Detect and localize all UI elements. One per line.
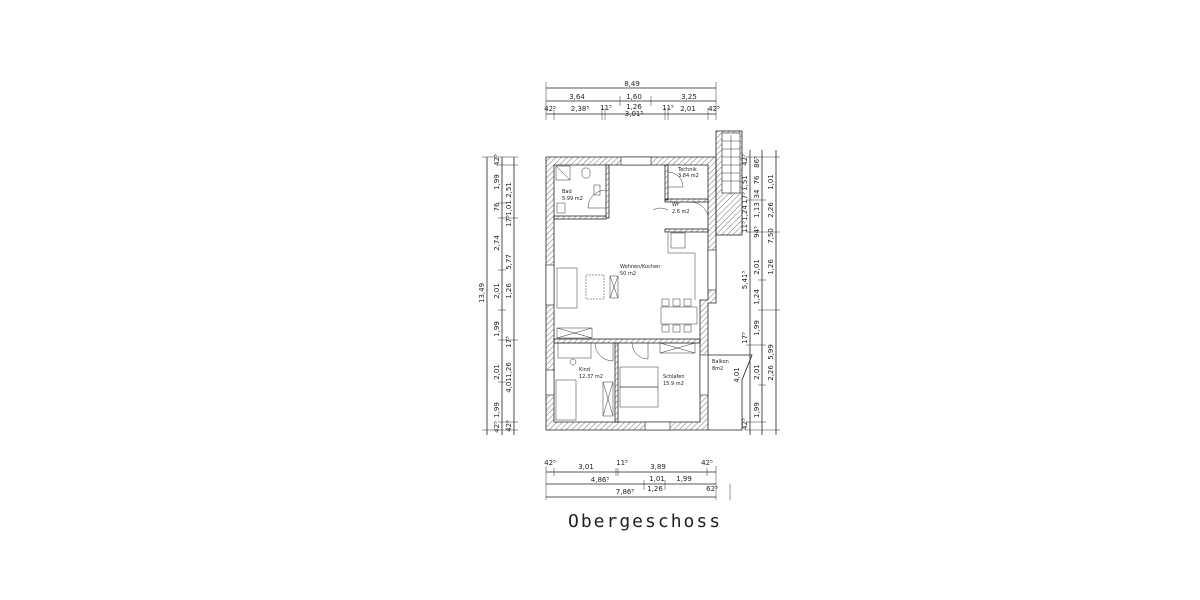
dim: 1,26 — [626, 103, 642, 111]
dim: 1,26 — [505, 283, 513, 299]
dim: 1,99 — [493, 174, 501, 190]
dim: 17⁵ — [505, 336, 513, 348]
dim: 17⁵ — [741, 332, 749, 344]
room-name: Schlafen — [663, 374, 685, 380]
dim: 1,13 — [753, 202, 761, 218]
dim: 13,49 — [478, 283, 486, 303]
room-name: Bad — [562, 189, 572, 195]
dim: 1,60 — [626, 93, 642, 101]
top-dimensions: 8,49 3,64 1,60 3,25 42⁵ 2,38⁵ 11⁵ 1,26 3… — [544, 80, 720, 120]
dim: 7,50 — [767, 228, 775, 244]
dim: 2,01 — [493, 364, 501, 380]
room-name: Wohnen/Kochen — [620, 264, 660, 270]
dim: 2,26 — [767, 202, 775, 218]
dim: 1,26 — [647, 485, 663, 493]
dim: 4,01 — [505, 377, 513, 393]
dim: 2,01 — [753, 259, 761, 275]
balcony — [708, 354, 753, 431]
dim: 2,01 — [493, 283, 501, 299]
dim: 1,26 — [767, 259, 775, 275]
room-area: 12.37 m2 — [579, 374, 603, 380]
dim: 1,24 — [741, 205, 749, 221]
dim: 2,51 — [505, 182, 513, 198]
dim: 3,25 — [681, 93, 697, 101]
dim: 1,99 — [493, 402, 501, 418]
dim: 3,64 — [569, 93, 585, 101]
dim: 8,49 — [624, 80, 640, 88]
dim: 3,01⁵ — [625, 110, 644, 118]
dim: 42⁵ — [544, 105, 556, 113]
staircase — [715, 130, 743, 236]
dim: 1,99 — [753, 402, 761, 418]
dim: 42⁵ — [701, 459, 713, 467]
left-dimensions: 13,49 42⁵ 1,99 76 2,74 2,01 1,99 2,01 1,… — [478, 154, 518, 435]
dim: 42⁵ — [741, 154, 749, 166]
dim: 34 — [753, 189, 761, 198]
dim: 1,24 — [753, 289, 761, 305]
dim: 11⁵ — [741, 221, 749, 233]
dim: 1,99 — [753, 320, 761, 336]
room-area: 15.9 m2 — [663, 381, 684, 387]
room-name: WF — [672, 202, 680, 208]
dim: 1,01 — [505, 200, 513, 216]
dim: 17⁵ — [505, 215, 513, 227]
dim: 4,86⁵ — [591, 476, 610, 484]
dim: 3,89 — [650, 463, 666, 471]
dim: 2,01 — [753, 364, 761, 380]
dim: 94⁵ — [753, 226, 761, 238]
dim: 5,41⁵ — [741, 271, 749, 290]
dim: 42⁵ — [708, 105, 720, 113]
dim: 11⁵ — [600, 104, 612, 112]
room-area: 5.99 m2 — [562, 196, 583, 202]
dim: 62⁵ — [706, 485, 718, 493]
room-labels: Bad 5.99 m2 Technik 3.84 m2 WF 2.6 m2 Wo… — [562, 167, 729, 387]
dim: 1,99 — [493, 321, 501, 337]
dim: 2,38⁵ — [571, 105, 590, 113]
dim: 11⁵ — [616, 459, 628, 467]
dim: 1,26 — [505, 362, 513, 378]
room-area: 8m2 — [712, 366, 723, 372]
dim: 42⁵ — [493, 154, 501, 166]
room-area: 50 m2 — [620, 271, 636, 277]
dim: 42⁵ — [505, 420, 513, 432]
floor-title: Obergeschoss — [568, 511, 722, 532]
dim: 42⁵ — [544, 459, 556, 467]
dim: 76 — [493, 202, 501, 211]
dim: 86⁵ — [753, 156, 761, 168]
furniture — [555, 165, 698, 421]
dim: 17⁵ — [741, 192, 749, 204]
dim: 2,26 — [767, 365, 775, 381]
bottom-dimensions: 42⁵ 3,01 11⁵ 3,89 42⁵ 4,86⁵ 1,01 1,99 1,… — [544, 459, 731, 500]
dim: 1,51 — [741, 175, 749, 191]
room-name: Kind — [579, 367, 590, 373]
dim: 2,74 — [493, 235, 501, 251]
dim: 5,99 — [767, 344, 775, 360]
dim: 76 — [753, 175, 761, 184]
dim: 1,01 — [649, 475, 665, 483]
dim: 1,01 — [767, 174, 775, 190]
doors — [587, 171, 709, 362]
dim: 1,99 — [676, 475, 692, 483]
room-area: 2.6 m2 — [672, 209, 690, 215]
dim: 42⁵ — [493, 421, 501, 433]
dim: 7,86⁵ — [616, 488, 635, 496]
dim: 11⁵ — [662, 104, 674, 112]
right-dimensions: 42⁵ 1,51 17⁵ 1,24 11⁵ 5,41⁵ 17⁵ 4,01 42⁵… — [733, 150, 780, 435]
dim: 2,01 — [680, 105, 696, 113]
room-area: 3.84 m2 — [678, 173, 699, 179]
room-name: Technik — [677, 167, 697, 173]
walls — [545, 156, 717, 431]
dim: 3,01 — [578, 463, 594, 471]
dim: 42⁵ — [741, 418, 749, 430]
room-name: Balkon — [712, 359, 729, 365]
dim: 5,77 — [505, 254, 513, 270]
dim: 4,01 — [733, 367, 741, 383]
